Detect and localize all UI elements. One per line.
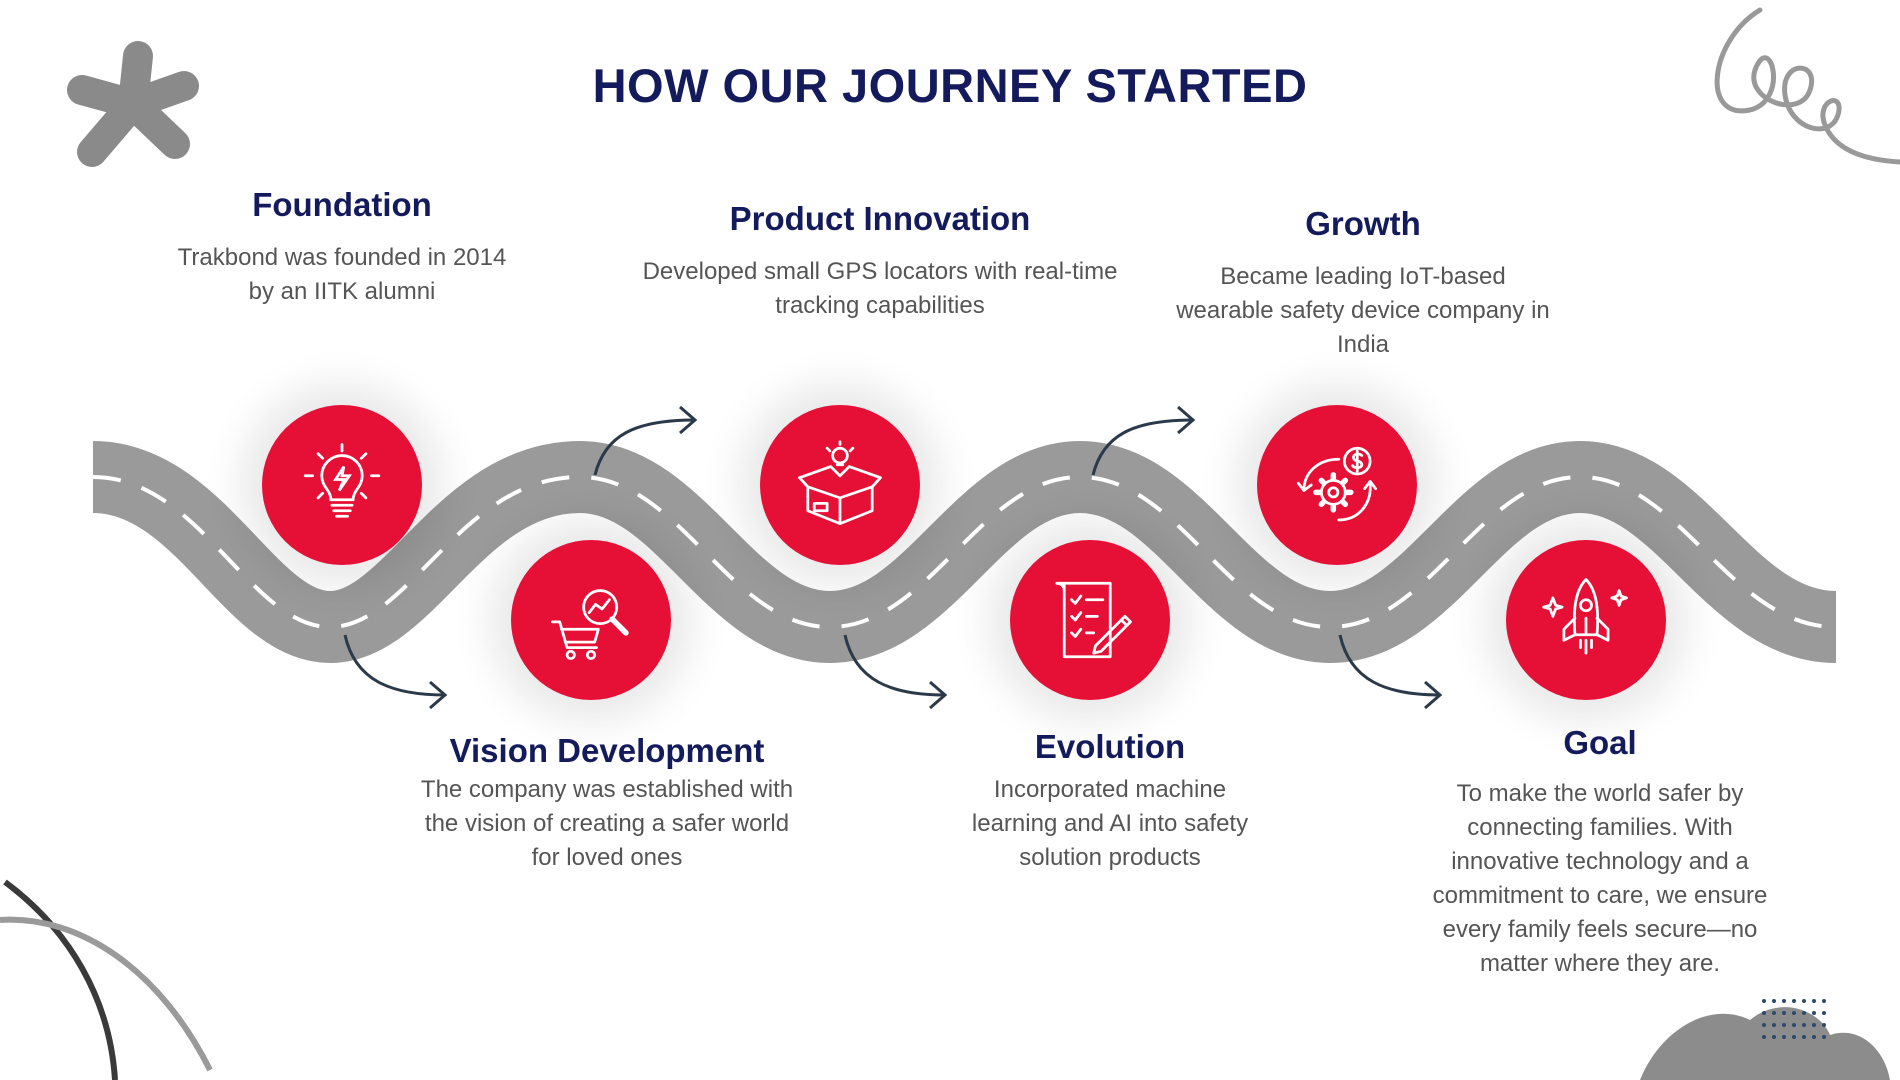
arrow-evolution-to-growth	[1091, 405, 1196, 476]
milestone-vision: Vision Development The company was estab…	[392, 732, 822, 875]
arrow-growth-to-goal	[1338, 634, 1443, 710]
blob-decoration	[1640, 1007, 1890, 1080]
milestone-circle-growth	[1257, 405, 1417, 565]
milestone-description: Incorporated machine learning and AI int…	[971, 776, 1249, 871]
milestone-description: Trakbond was founded in 2014 by an IITK …	[177, 244, 507, 305]
arc-decoration	[0, 879, 213, 1080]
milestone-title: Product Innovation	[729, 200, 1031, 237]
arrow-product-to-evolution	[843, 634, 948, 710]
page-title: HOW OUR JOURNEY STARTED	[592, 59, 1308, 112]
arrow-vision-to-product	[593, 405, 698, 476]
milestone-title: Goal	[1563, 724, 1637, 761]
checklist-icon	[1055, 581, 1132, 659]
milestone-description: To make the world safer by connecting fa…	[1432, 780, 1768, 977]
milestone-circle-foundation	[262, 405, 422, 565]
asterisk-decoration	[67, 41, 199, 167]
milestone-growth: Growth Became leading IoT-based wearable…	[1153, 205, 1573, 362]
lightbulb-icon	[303, 443, 381, 518]
milestone-circle-evolution	[1010, 540, 1170, 700]
milestone-description: Became leading IoT-based wearable safety…	[1176, 263, 1550, 358]
gear-dollar-icon	[1296, 446, 1378, 522]
squiggle-decoration	[1714, 7, 1900, 165]
milestone-circle-goal	[1506, 540, 1666, 700]
rocket-icon	[1542, 578, 1628, 655]
dot-grid-decoration	[1762, 999, 1826, 1039]
milestone-goal: Goal To make the world safer by connecti…	[1400, 724, 1800, 981]
road-center-line	[92, 474, 1837, 630]
idea-box-icon	[798, 440, 882, 526]
milestone-description: The company was established with the vis…	[420, 776, 794, 871]
milestone-product: Product Innovation Developed small GPS l…	[610, 200, 1150, 323]
cart-analytics-icon	[550, 589, 629, 661]
arrow-foundation-to-vision	[343, 634, 448, 710]
milestone-circle-product	[760, 405, 920, 565]
milestone-title: Foundation	[252, 186, 432, 223]
milestone-title: Vision Development	[449, 732, 765, 769]
milestone-evolution: Evolution Incorporated machine learning …	[910, 728, 1310, 875]
milestone-description: Developed small GPS locators with real-t…	[642, 258, 1118, 319]
milestone-title: Growth	[1305, 205, 1421, 242]
milestone-circle-vision	[511, 540, 671, 700]
milestone-foundation: Foundation Trakbond was founded in 2014 …	[142, 186, 542, 309]
milestone-title: Evolution	[1034, 728, 1186, 765]
